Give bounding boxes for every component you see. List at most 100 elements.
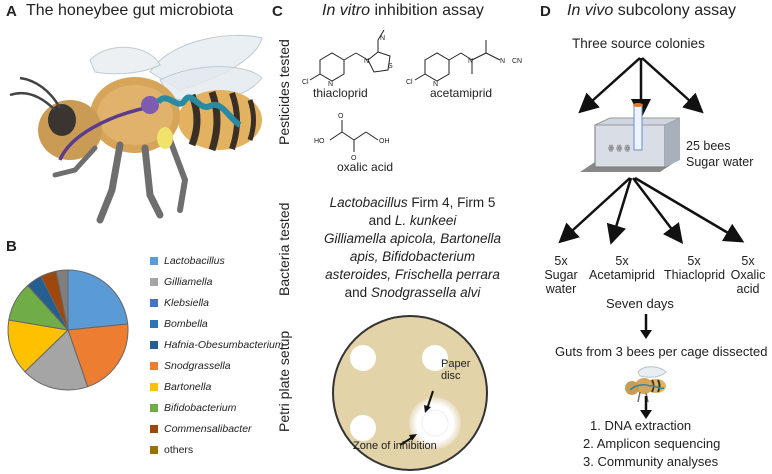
microbiota-pie-chart: [7, 269, 129, 391]
step-amplicon-sequencing: 2. Amplicon sequencing: [583, 436, 721, 451]
small-bee-illustration: [625, 366, 667, 403]
pesticides-tested-label: Pesticides tested: [276, 39, 292, 145]
legend-swatch: [150, 404, 158, 412]
legend-swatch: [150, 446, 158, 454]
legend-label: Bifidobacterium: [164, 402, 237, 414]
legend-label: Bartonella: [164, 381, 212, 393]
legend-item: Bombella: [150, 318, 208, 330]
bacteria-line: Gilliamella apicola, Bartonella: [323, 231, 502, 246]
panel-a-letter: A: [6, 3, 17, 20]
paper-disc: [350, 415, 376, 441]
cage-contents: 25 bees Sugar water: [686, 139, 754, 169]
svg-text:N: N: [500, 58, 505, 65]
step-community-analyses: 3. Community analyses: [583, 454, 719, 469]
subcolony-diagram: ꙮ ꙮ ꙮ: [558, 57, 745, 245]
legend-item: Hafnia-Obesumbacterium: [150, 339, 284, 351]
paper-disc-label: Paper disc: [441, 358, 471, 382]
legend-label: Lactobacillus: [164, 255, 225, 267]
svg-text:S: S: [388, 63, 393, 70]
svg-text:O: O: [338, 113, 344, 120]
svg-text:N: N: [433, 81, 438, 88]
bacteria-line: and Snodgrassella alvi: [344, 285, 481, 300]
oxalic-acid-label: oxalic acid: [337, 160, 394, 174]
legend-swatch: [150, 278, 158, 286]
svg-text:Cl: Cl: [406, 79, 413, 86]
acetamiprid-structure: [414, 40, 501, 82]
bacteria-list: Lactobacillus Firm 4, Firm 5 and L. kunk…: [300, 194, 525, 302]
svg-text:CN: CN: [512, 58, 522, 65]
legend-swatch: [150, 257, 158, 265]
legend-swatch: [150, 299, 158, 307]
legend-label: Hafnia-Obesumbacterium: [164, 339, 284, 351]
paper-disc: [422, 345, 448, 371]
legend-label: Bombella: [164, 318, 208, 330]
legend-label: others: [164, 444, 194, 456]
panel-c-title: In vitro inhibition assay: [322, 2, 484, 19]
step-dna-extraction: 1. DNA extraction: [590, 418, 692, 433]
svg-text:N: N: [364, 58, 369, 65]
pie-slice-lactobacillus: [67, 269, 129, 331]
oxalic-acid-structure: [329, 120, 379, 152]
paper-disc: [421, 409, 449, 437]
bacteria-tested-label: Bacteria tested: [276, 202, 292, 296]
svg-text:N: N: [380, 35, 385, 42]
seven-days-label: Seven days: [606, 296, 674, 311]
pesticide-structures: Cl N N S N Cl N N N CN HO OH O O: [302, 29, 522, 162]
petri-plate-setup-label: Petri plate setup: [276, 330, 292, 432]
thiacloprid-structure: [309, 29, 391, 82]
svg-text:N: N: [468, 58, 473, 65]
bacteria-line: Lactobacillus Firm 4, Firm 5: [329, 195, 496, 210]
guts-dissected-label: Guts from 3 bees per cage dissected: [555, 344, 768, 359]
svg-text:HO: HO: [314, 138, 325, 145]
legend-item: Gilliamella: [150, 276, 212, 288]
legend-swatch: [150, 425, 158, 433]
bacteria-line: and L. kunkeei: [368, 213, 457, 228]
panel-b-letter: B: [6, 238, 17, 255]
sugar-water-tube: [633, 104, 643, 151]
legend-label: Commensalibacter: [164, 423, 252, 435]
svg-text:Cl: Cl: [302, 79, 309, 86]
legend-swatch: [150, 320, 158, 328]
legend-item: Commensalibacter: [150, 423, 252, 435]
legend-item: Lactobacillus: [150, 255, 225, 267]
pie-slice-bartonella: [7, 319, 70, 373]
panel-c-letter: C: [272, 3, 283, 20]
petri-plate: [332, 315, 488, 471]
down-arrow: [640, 396, 652, 419]
bacteria-line: apis, Bifidobacterium: [349, 249, 476, 264]
down-arrow: [640, 314, 652, 339]
legend-label: Klebsiella: [164, 297, 209, 309]
source-colonies: Three source colonies: [572, 36, 705, 51]
panel-d-title: In vivo subcolony assay: [567, 2, 736, 19]
legend-item: Bartonella: [150, 381, 211, 393]
legend-label: Snodgrassella: [164, 360, 231, 372]
honeybee-illustration: [9, 34, 263, 224]
legend-label: Gilliamella: [164, 276, 213, 288]
zone-of-inhibition-label: Zone of inhibition: [353, 440, 437, 452]
svg-text:N: N: [328, 81, 333, 88]
paper-disc: [350, 345, 376, 371]
legend-swatch: [150, 362, 158, 370]
cage-box: [594, 124, 666, 168]
pie-slice-others: [55, 269, 69, 331]
legend-swatch: [150, 341, 158, 349]
bacteria-line: asteroides, Frischella perrara: [325, 267, 500, 282]
legend-item: Klebsiella: [150, 297, 209, 309]
svg-text:OH: OH: [379, 138, 390, 145]
legend-item: Snodgrassella: [150, 360, 231, 372]
panel-d-letter: D: [540, 3, 551, 20]
pie-slice-gilliamella: [24, 329, 89, 391]
pie-slice-snodgrassella: [67, 323, 129, 388]
arrow: [426, 390, 434, 410]
thiacloprid-label: thiacloprid: [313, 86, 368, 100]
svg-text:ꙮ ꙮ ꙮ: ꙮ ꙮ ꙮ: [608, 144, 630, 152]
legend-item: others: [150, 444, 193, 456]
legend-swatch: [150, 383, 158, 391]
panel-a-title: The honeybee gut microbiota: [26, 2, 234, 19]
svg-text:O: O: [351, 155, 357, 162]
acetamiprid-label: acetamiprid: [430, 86, 493, 100]
